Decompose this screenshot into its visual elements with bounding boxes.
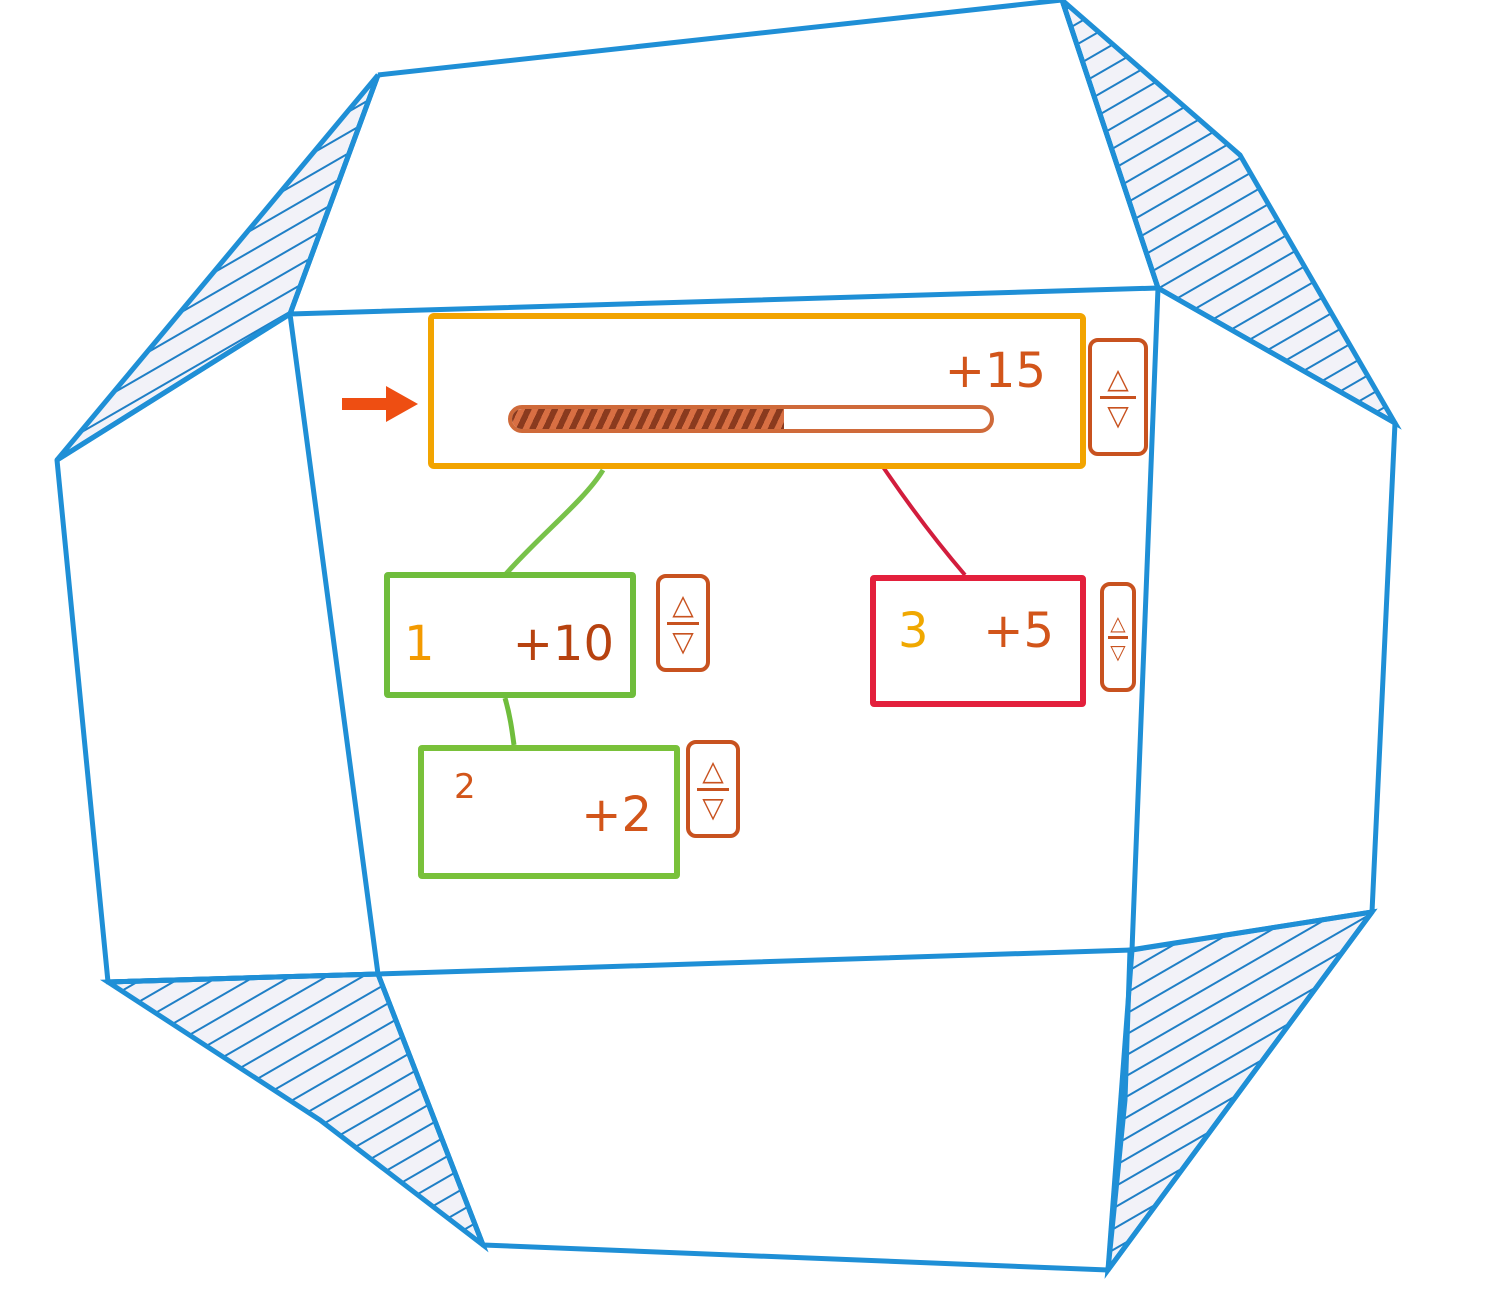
connector-root-1 [503, 468, 606, 577]
root-progress-fill [512, 409, 785, 429]
node-1-stepper[interactable]: △ ▽ [656, 574, 710, 672]
node-1-index: 1 [404, 616, 435, 672]
connector-root-3 [873, 453, 967, 577]
increment-icon[interactable]: △ [702, 753, 724, 787]
node-2-stepper[interactable]: △ ▽ [686, 740, 740, 838]
node-3-index: 3 [898, 603, 929, 659]
root-stepper[interactable]: △ ▽ [1088, 338, 1148, 456]
bevel-bottom-left [99, 971, 489, 1253]
decrement-icon[interactable]: ▽ [1107, 398, 1129, 432]
node-3-points: +5 [983, 603, 1054, 659]
connector-1-2 [502, 697, 517, 746]
decrement-icon[interactable]: ▽ [702, 790, 724, 824]
root-progress-bar [508, 405, 994, 433]
increment-icon[interactable]: △ [1107, 361, 1129, 395]
node-1[interactable]: 1 +10 [384, 572, 636, 698]
node-2[interactable]: 2 +2 [418, 745, 680, 879]
decrement-icon[interactable]: ▽ [672, 624, 694, 658]
increment-icon[interactable]: △ [1110, 610, 1126, 635]
node-2-points: +2 [581, 787, 652, 843]
node-1-points: +10 [512, 616, 614, 672]
increment-icon[interactable]: △ [672, 587, 694, 621]
pointer-arrow-icon [342, 386, 418, 422]
root-node[interactable]: +15 [428, 313, 1086, 469]
root-points: +15 [944, 343, 1046, 399]
node-3-stepper[interactable]: △ ▽ [1100, 582, 1136, 692]
node-2-index: 2 [454, 767, 476, 807]
node-3[interactable]: 3 +5 [870, 575, 1086, 707]
bevel-top-left [55, 73, 381, 463]
decrement-icon[interactable]: ▽ [1110, 639, 1126, 664]
